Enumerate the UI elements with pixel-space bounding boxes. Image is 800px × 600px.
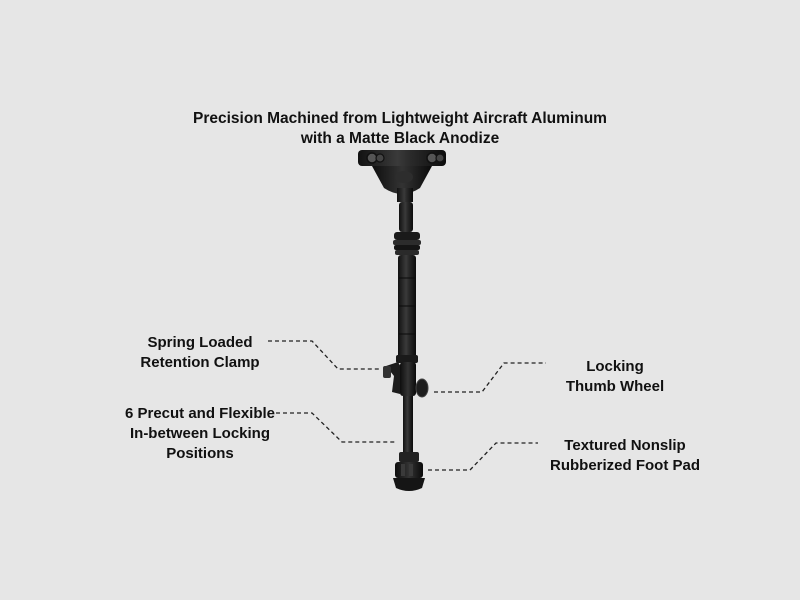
leader-thumb-wheel (434, 362, 546, 393)
callout-precut-line-3: Positions (166, 445, 234, 462)
title-line-1: Precision Machined from Lightweight Airc… (193, 110, 607, 127)
thumb-wheel (400, 362, 429, 398)
lower-leg (403, 396, 413, 452)
callout-foot-line-2: Rubberized Foot Pad (550, 457, 700, 474)
swivel-neck (397, 188, 413, 232)
leader-lines (268, 340, 546, 471)
locking-collar (393, 232, 421, 255)
callout-thumb-line-2: Thumb Wheel (565, 378, 665, 395)
callout-thumb-wheel: Locking Thumb Wheel (530, 357, 700, 397)
title-line-2: with a Matte Black Anodize (300, 130, 500, 147)
leader-locking-positions (276, 412, 396, 443)
mounting-plate (358, 150, 446, 194)
callout-spring-line-2: Retention Clamp (140, 354, 260, 371)
callout-foot-pad: Textured Nonslip Rubberized Foot Pad (520, 436, 730, 476)
callout-thumb-line-1: Locking (586, 358, 644, 375)
callout-precut-line-2: In-between Locking (129, 425, 270, 442)
upper-leg-tube (396, 255, 418, 363)
callout-spring-line-1: Spring Loaded (147, 334, 253, 351)
product-title: Precision Machined from Lightweight Airc… (150, 109, 650, 149)
callout-locking-positions: 6 Precut and Flexible In-between Locking… (100, 404, 300, 464)
foot-pad (393, 452, 425, 491)
callout-foot-line-1: Textured Nonslip (564, 437, 686, 454)
callout-spring-clamp: Spring Loaded Retention Clamp (120, 333, 280, 373)
callout-precut-line-1: 6 Precut and Flexible (124, 405, 276, 422)
leader-spring-clamp (268, 340, 380, 370)
leader-foot-pad (428, 442, 538, 471)
retention-clamp (383, 362, 404, 394)
